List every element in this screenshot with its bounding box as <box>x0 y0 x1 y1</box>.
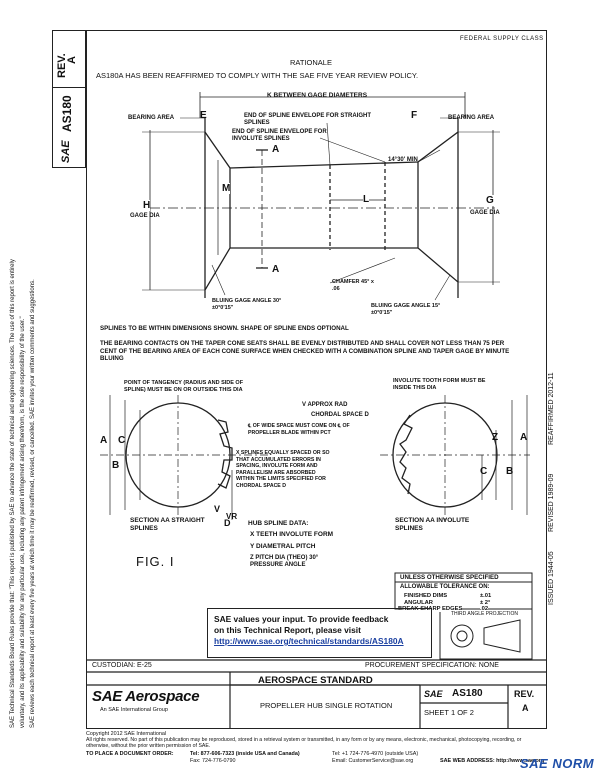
lbl-b-left: B <box>112 460 120 471</box>
label-h-sub: GAGE DIA <box>130 213 160 219</box>
tangency-note: POINT OF TANGENCY (RADIUS AND SIDE OF SP… <box>124 380 244 393</box>
feedback-box: SAE values your input. To provide feedba… <box>207 608 432 658</box>
sae-aerospace-logo: SAE Aerospace <box>92 688 200 705</box>
drawing-frame <box>86 30 547 729</box>
end-straight-note: END OF SPLINE ENVELOPE FOR STRAIGHT SPLI… <box>244 113 372 126</box>
title-rev-label: REV. <box>514 689 535 699</box>
sheet-label: SHEET 1 OF 2 <box>424 708 474 717</box>
rev-box <box>52 30 86 88</box>
lbl-z-right: Z <box>492 432 499 443</box>
lbl-c-left: C <box>118 435 126 446</box>
doc-number-box <box>52 88 86 168</box>
title-doc-number: AS180 <box>452 688 483 699</box>
lbl-c-right: C <box>480 466 488 477</box>
bluing-right-note: BLUING GAGE ANGLE 15° ±0°0'15" <box>371 303 441 316</box>
projection-label: THIRD ANGLE PROJECTION <box>451 611 518 617</box>
section-a-top: A <box>272 144 280 155</box>
lbl-b-right: B <box>506 466 514 477</box>
wide-space-note: ℄ OF WIDE SPACE MUST COME ON ℄ OF PROPEL… <box>248 423 350 436</box>
label-g-sub: GAGE DIA <box>470 210 500 216</box>
splines-note: SPLINES TO BE WITHIN DIMENSIONS SHOWN. S… <box>100 325 349 332</box>
bearing-area-right: BEARING AREA <box>448 115 495 121</box>
tolerance-sub: ALLOWABLE TOLERANCE ON: <box>400 584 490 590</box>
label-e: E <box>200 110 207 121</box>
tol-row2-label: ANGULAR <box>404 600 433 606</box>
section-involute-label: SECTION AA INVOLUTE SPLINES <box>395 517 470 532</box>
tol-row1-label: FINISHED DIMS <box>404 593 448 599</box>
section-a-bottom: A <box>272 264 280 275</box>
sae-norm-watermark: SAE NORM <box>520 756 595 771</box>
standard-heading: AEROSPACE STANDARD <box>258 675 373 686</box>
end-involute-note: END OF SPLINE ENVELOPE FOR INVOLUTE SPLI… <box>232 129 327 142</box>
procurement-label: PROCUREMENT SPECIFICATION: NONE <box>365 662 499 669</box>
sae-small-logo: SAE <box>424 689 443 699</box>
order-label: TO PLACE A DOCUMENT ORDER: <box>86 751 174 757</box>
tel-inside: Tel: 877-606-7323 (inside USA and Canada… <box>190 751 300 757</box>
label-g: G <box>486 195 494 206</box>
chordal-note: CHORDAL SPACE D <box>311 412 369 418</box>
feedback-line-1: SAE values your input. To provide feedba… <box>214 614 389 624</box>
k-dimension-label: K BETWEEN GAGE DIAMETERS <box>267 92 368 99</box>
lbl-vr-left: VR <box>226 512 238 521</box>
lbl-v-left: V <box>214 504 221 514</box>
title-rev-value: A <box>522 703 529 713</box>
federal-supply-class: FEDERAL SUPPLY CLASS <box>460 36 544 42</box>
tolerance-title: UNLESS OTHERWISE SPECIFIED <box>400 574 499 581</box>
sae-aerospace-sub: An SAE International Group <box>100 707 168 713</box>
figure-label: FIG. I <box>136 554 175 569</box>
tol-row2-value: ± 2° <box>480 600 491 606</box>
fax: Fax: 724-776-0790 <box>190 758 236 764</box>
bearing-contact-note: THE BEARING CONTACTS ON THE TAPER CONE S… <box>100 340 510 362</box>
tol-row3-value: .02 <box>480 606 489 612</box>
hub-data-z: Z PITCH DIA (THEO) 30° PRESSURE ANGLE <box>250 555 319 568</box>
bearing-area-left: BEARING AREA <box>128 115 175 121</box>
hub-data-x: X TEETH INVOLUTE FORM <box>250 531 334 538</box>
email: Email: CustomerService@sae.org <box>332 758 414 764</box>
label-h: H <box>143 200 151 211</box>
hub-data-heading: HUB SPLINE DATA: <box>248 520 309 527</box>
tol-row1-value: ±.01 <box>480 593 492 599</box>
chamfer-note: CHAMFER 45° x .06 <box>332 279 374 292</box>
section-straight-label: SECTION AA STRAIGHT SPLINES <box>130 517 205 532</box>
tol-row3-label: BREAK SHARP EDGES <box>398 606 463 612</box>
angle-label: 14°30' MIN <box>388 157 418 163</box>
rationale-heading: RATIONALE <box>290 58 332 67</box>
lbl-a-right: A <box>520 432 528 443</box>
lbl-d-left: D <box>224 518 231 528</box>
lbl-a-left: A <box>100 435 108 446</box>
feedback-line-2: on this Technical Report, please visit <box>214 625 361 635</box>
web-address: SAE WEB ADDRESS: http://www.sae.org <box>440 758 545 764</box>
copyright: Copyright 2012 SAE International <box>86 731 167 737</box>
involute-tooth-note: INVOLUTE TOOTH FORM MUST BE INSIDE THIS … <box>393 378 486 391</box>
rights-text: All rights reserved. No part of this pub… <box>86 737 522 750</box>
label-f: F <box>411 110 418 121</box>
document-title: PROPELLER HUB SINGLE ROTATION <box>260 701 393 710</box>
tel-outside: Tel: +1 724-776-4970 (outside USA) <box>332 751 419 757</box>
label-m: M <box>222 183 231 194</box>
x-splines-note: X SPLINES EQUALLY SPACED OR SO THAT ACCU… <box>236 450 330 489</box>
hub-data-y: Y DIAMETRAL PITCH <box>250 543 316 550</box>
feedback-link[interactable]: http://www.sae.org/technical/standards/A… <box>214 636 404 646</box>
bluing-left-note: BLUING GAGE ANGLE 30° ±0°0'15" <box>212 298 282 311</box>
custodian-label: CUSTODIAN: E-25 <box>92 662 152 669</box>
v-approx-note: V APPROX RAD <box>302 402 348 408</box>
label-l: L <box>363 194 370 205</box>
rationale-text: AS180A HAS BEEN REAFFIRMED TO COMPLY WIT… <box>96 71 419 80</box>
